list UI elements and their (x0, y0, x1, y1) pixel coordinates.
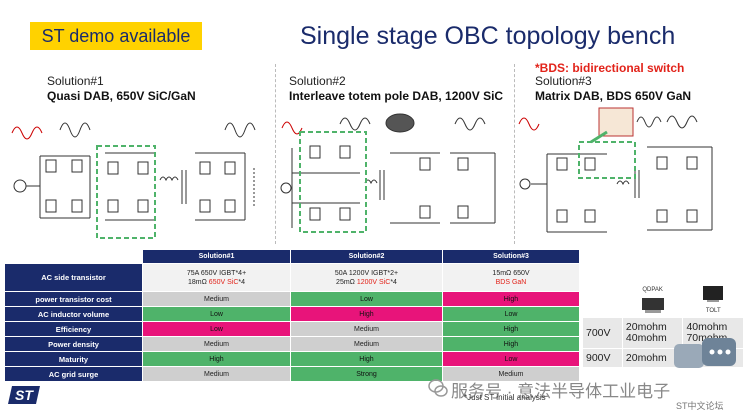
table-cell: Medium (290, 336, 443, 352)
table-cell: High (290, 306, 443, 322)
tolt-chip-icon (703, 286, 724, 302)
qdpak-label: QDPAK (642, 287, 663, 293)
table-cell: Medium (142, 291, 291, 307)
cell-highlight: 1200V SiC (356, 278, 391, 286)
cell-line1: 15mΩ 650V (492, 269, 530, 277)
voltage-cell: 700V (582, 317, 623, 349)
bds-footnote: *BDS: bidirectional switch (535, 61, 685, 75)
table-row: Power density Medium Medium High (4, 336, 580, 352)
solution1-schematic (11, 122, 256, 239)
forum-watermark: ST中文论坛 (676, 401, 724, 411)
row-label: Efficiency (4, 321, 143, 337)
table-cell: Low (442, 306, 580, 322)
gan-package-table: QDPAK TOLT 700V 20mohm 40mohm 40mohm 70m… (582, 284, 744, 368)
table-row: 700V 20mohm 40mohm 40mohm 70mohm (582, 317, 744, 349)
column-divider (514, 64, 515, 244)
cell-highlight: BDS GaN (495, 278, 527, 286)
solution3-number: Solution#3 (535, 74, 592, 88)
cell-line2: 25mΩ (336, 278, 357, 286)
solution2-name: Interleave totem pole DAB, 1200V SiC (289, 89, 504, 103)
table-cell: High (442, 321, 580, 337)
header-solution2: Solution#2 (290, 249, 443, 264)
ac-transistor-sol3: 15mΩ 650V BDS GaN (442, 263, 580, 292)
table-cell: Low (290, 291, 443, 307)
table-row: power transistor cost Medium Low High (4, 291, 580, 307)
header-solution3: Solution#3 (442, 249, 580, 264)
slide-title: Single stage OBC topology bench (300, 22, 676, 50)
tolt-label: TOLT (705, 308, 721, 314)
table-cell: High (290, 351, 443, 367)
pkg-corner (582, 284, 623, 318)
solution3-schematic (518, 107, 713, 233)
table-cell: High (442, 336, 580, 352)
table-cell: Medium (442, 366, 580, 382)
table-cell: Low (442, 351, 580, 367)
table-corner (4, 249, 143, 264)
header-solution1: Solution#1 (142, 249, 291, 264)
table-row: AC side transistor 75A 650V IGBT*4+ 18mΩ… (4, 263, 580, 292)
voltage-cell: 900V (582, 348, 623, 368)
row-label: Maturity (4, 351, 143, 367)
st-logo-text: ST (15, 387, 34, 403)
ac-transistor-sol1: 75A 650V IGBT*4+ 18mΩ 650V SiC*4 (142, 263, 291, 292)
table-row: AC grid surge Medium Strong Medium (4, 366, 580, 382)
qdpak-cell: 20mohm 40mohm (621, 317, 684, 349)
solution1-number: Solution#1 (47, 74, 104, 88)
row-label: AC inductor volume (4, 306, 143, 322)
row-label: AC side transistor (4, 263, 143, 292)
table-row: Efficiency Low Medium High (4, 321, 580, 337)
table-cell: Strong (290, 366, 443, 382)
row-label: power transistor cost (4, 291, 143, 307)
solution1-name: Quasi DAB, 650V SiC/GaN (47, 89, 196, 103)
table-cell: Medium (142, 366, 291, 382)
st-logo: ST (8, 386, 40, 404)
comparison-table: Solution#1 Solution#2 Solution#3 AC side… (4, 249, 580, 382)
qdpak-chip-icon (641, 298, 664, 313)
row-label: Power density (4, 336, 143, 352)
table-cell: Low (142, 306, 291, 322)
cell-line1: 50A 1200V IGBT*2+ (334, 269, 399, 277)
row-label: AC grid surge (4, 366, 143, 382)
cell-highlight: 650V SiC (208, 278, 239, 286)
table-row: Maturity High High Low (4, 351, 580, 367)
solution3-name: Matrix DAB, BDS 650V GaN (535, 89, 692, 103)
cell-line1: 75A 650V IGBT*4+ (186, 269, 247, 277)
qdpak-package: QDPAK (621, 284, 684, 318)
column-divider (275, 64, 276, 244)
qdpak-cell: 20mohm (621, 348, 684, 368)
cell-line2: 18mΩ (188, 278, 209, 286)
table-cell: Medium (290, 321, 443, 337)
chat-bubbles-icon (674, 338, 736, 368)
demo-available-badge: ST demo available (30, 22, 202, 50)
solution2-schematic (280, 113, 496, 233)
table-cell: High (142, 351, 291, 367)
wechat-icon (428, 379, 448, 397)
cell-suffix: *4 (390, 278, 397, 286)
ac-transistor-sol2: 50A 1200V IGBT*2+ 25mΩ 1200V SiC*4 (290, 263, 443, 292)
cell-suffix: *4 (238, 278, 245, 286)
table-cell: Medium (142, 336, 291, 352)
solution2-number: Solution#2 (289, 74, 346, 88)
table-row: AC inductor volume Low High Low (4, 306, 580, 322)
tolt-package: TOLT (682, 284, 744, 318)
table-cell: High (442, 291, 580, 307)
wechat-watermark: 服务号 · 意法半导体工业电子 (451, 382, 671, 401)
analysis-footnote: *Just ST initial analysis (464, 393, 546, 402)
table-cell: Low (142, 321, 291, 337)
